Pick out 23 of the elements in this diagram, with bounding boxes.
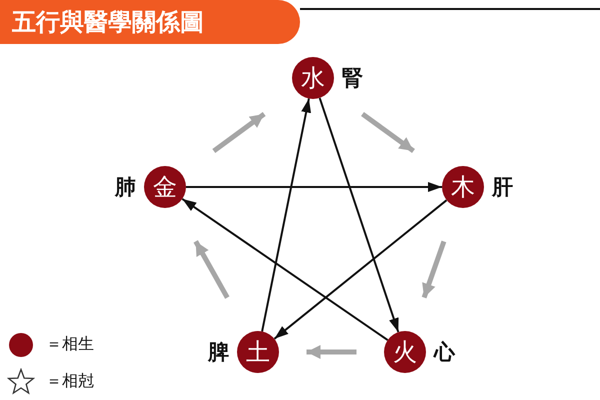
arrow — [194, 240, 230, 299]
arrow — [186, 182, 442, 192]
arrow — [261, 98, 312, 332]
legend-label: ＝相生 — [46, 334, 94, 355]
organ-label: 腎 — [342, 66, 363, 90]
organ-label: 心 — [434, 340, 455, 364]
arrow — [182, 198, 388, 341]
organ-label: 脾 — [208, 340, 229, 364]
element-circle: 木 — [442, 166, 484, 208]
element-circle: 土 — [237, 331, 279, 373]
legend-label: ＝相尅 — [46, 371, 94, 392]
element-circle: 金 — [144, 166, 186, 208]
organ-label: 肝 — [492, 175, 513, 199]
element-circle: 水 — [292, 57, 334, 99]
arrow — [212, 112, 266, 154]
organ-label: 肺 — [115, 175, 136, 199]
arrow — [318, 98, 400, 332]
arrow — [306, 345, 356, 359]
element-circle: 火 — [384, 331, 426, 373]
arrow — [361, 112, 415, 154]
arrow — [274, 199, 448, 340]
arrow — [422, 240, 446, 298]
title-banner: 五行與醫學關係圖 — [0, 0, 300, 44]
